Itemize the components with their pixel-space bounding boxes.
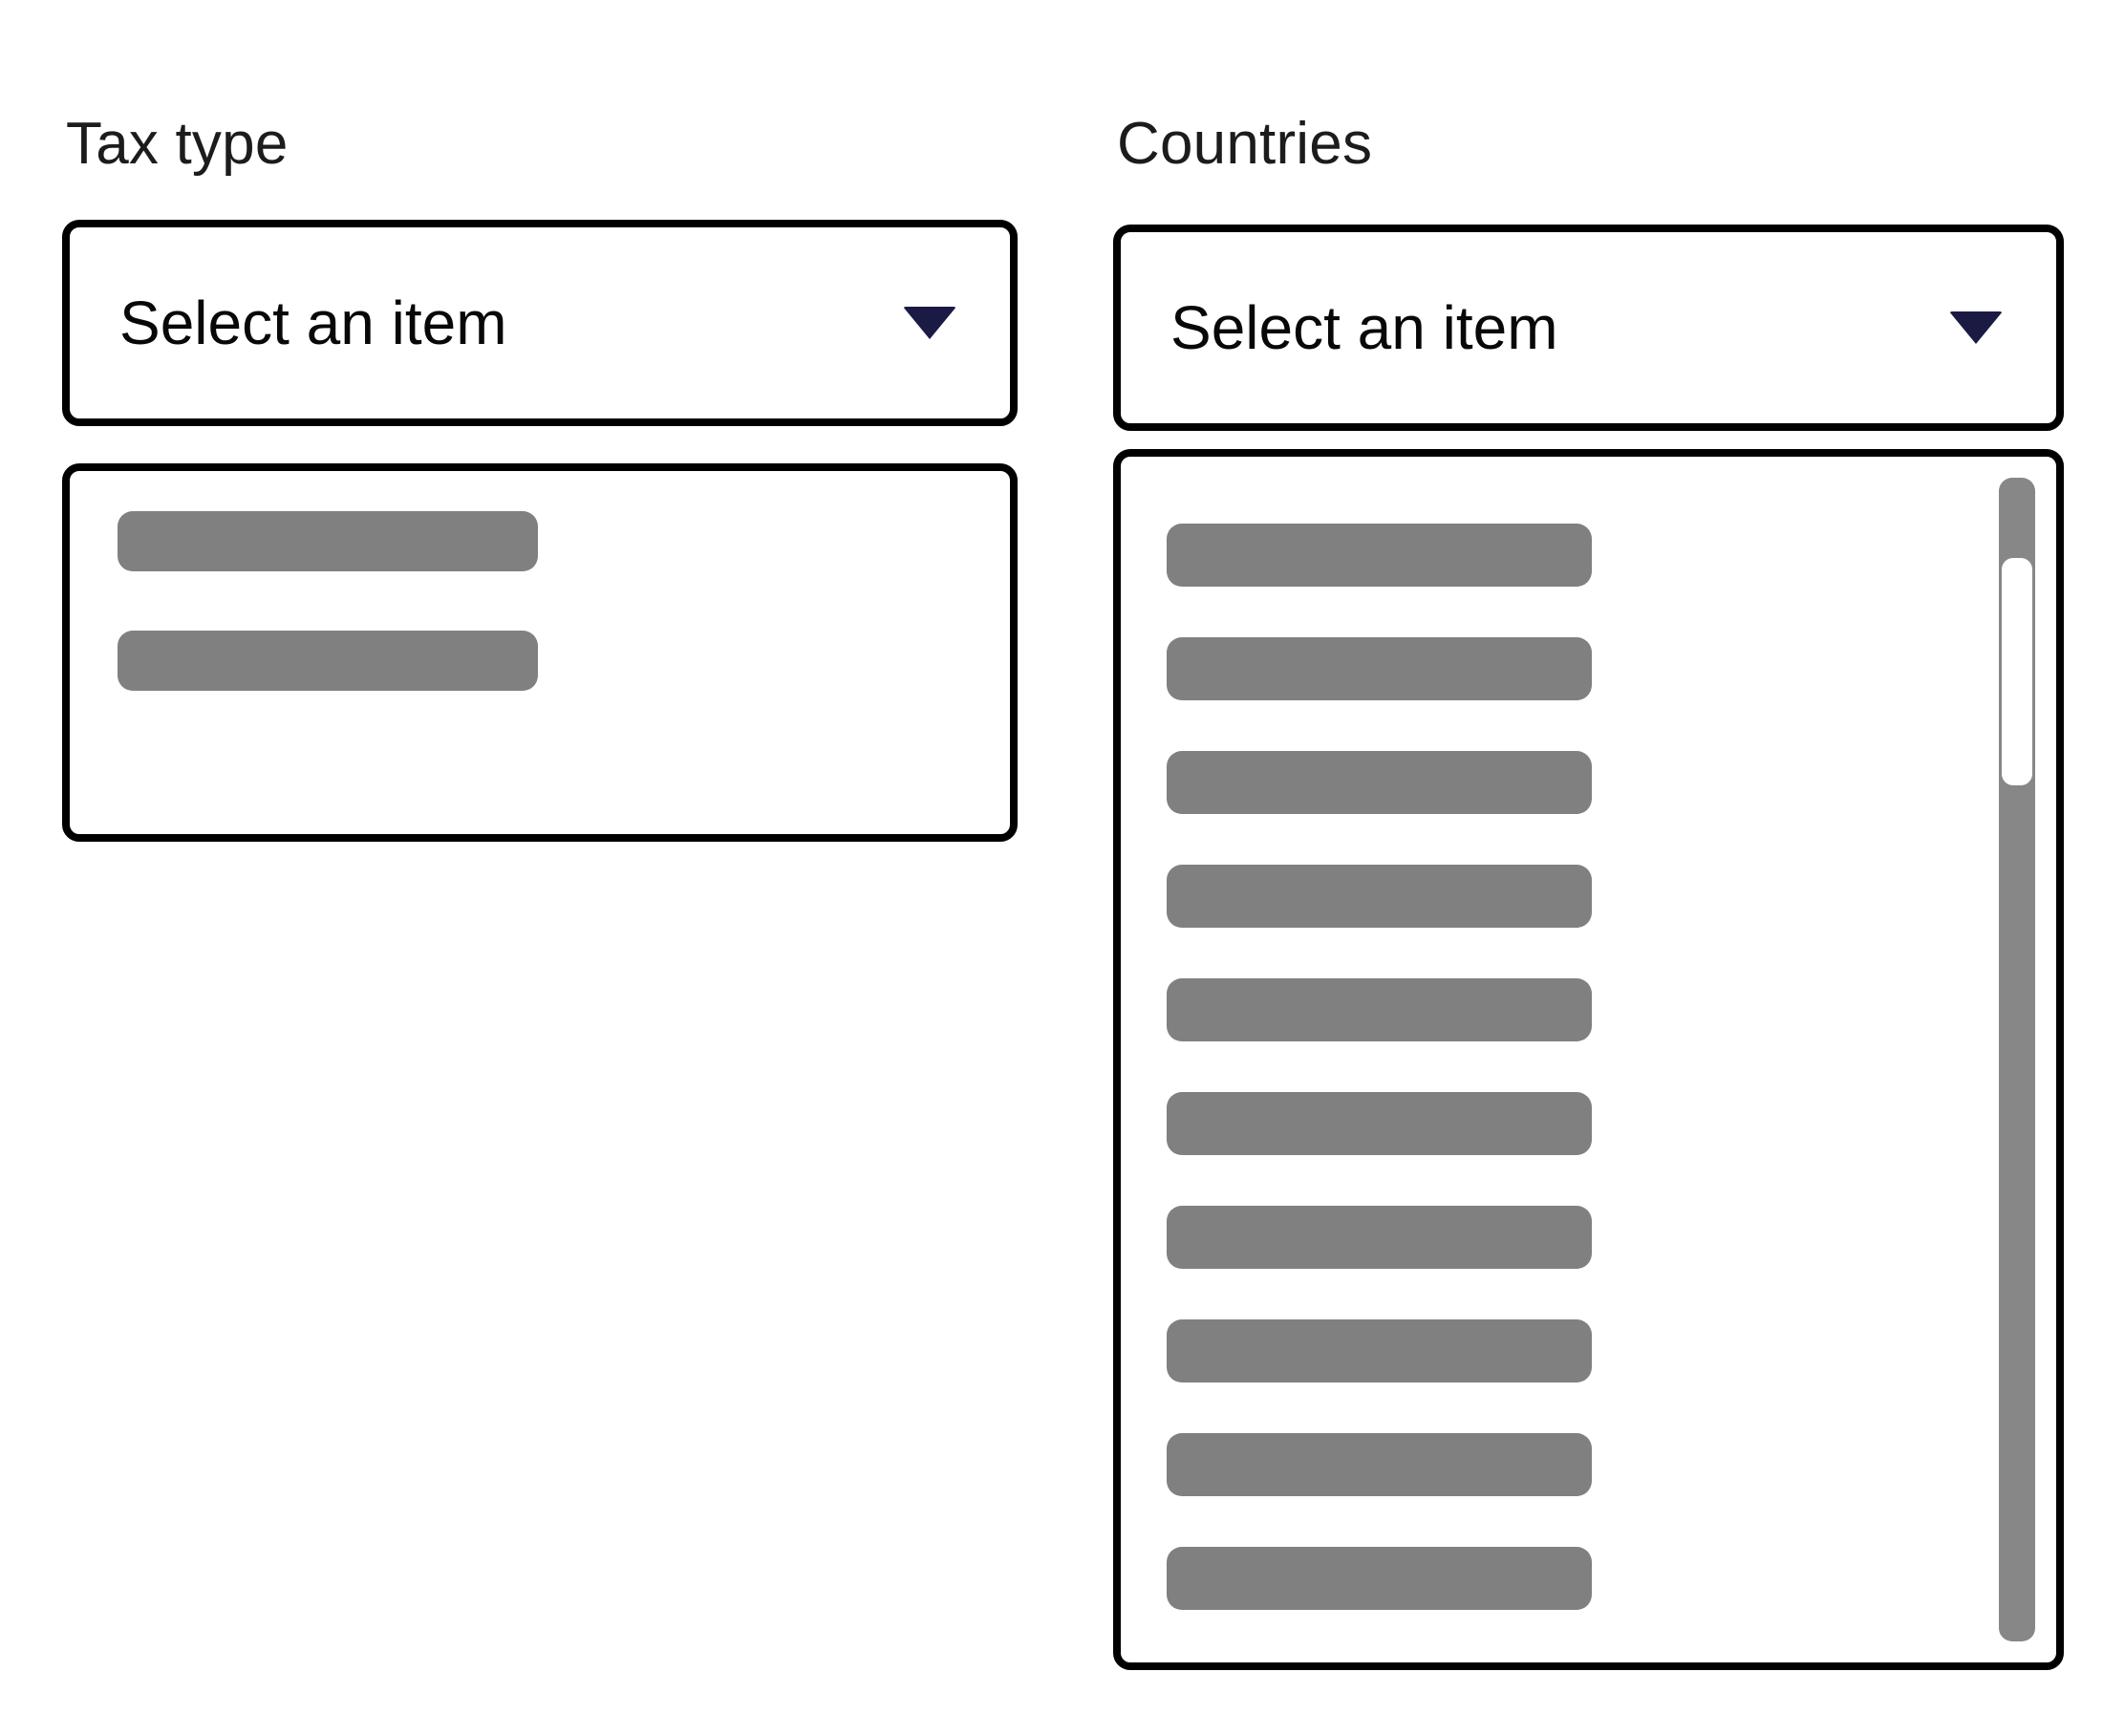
tax-type-option-list [70, 471, 1010, 834]
list-item[interactable] [1167, 751, 1592, 814]
list-item[interactable] [118, 511, 538, 571]
countries-listbox[interactable] [1113, 449, 2064, 1670]
countries-label: Countries [1117, 111, 1373, 177]
tax-type-select-value: Select an item [119, 292, 507, 354]
list-item[interactable] [1167, 524, 1592, 587]
tax-type-select[interactable]: Select an item [62, 220, 1018, 426]
list-item[interactable] [1167, 637, 1592, 700]
list-item[interactable] [1167, 1092, 1592, 1155]
list-item[interactable] [1167, 978, 1592, 1041]
tax-type-listbox[interactable] [62, 463, 1018, 842]
countries-scrollbar-track[interactable] [1999, 478, 2035, 1641]
countries-scrollbar-thumb[interactable] [2002, 558, 2032, 785]
list-item[interactable] [1167, 865, 1592, 928]
countries-option-list [1121, 457, 2056, 1662]
tax-type-label: Tax type [66, 111, 289, 177]
list-item[interactable] [1167, 1433, 1592, 1496]
chevron-down-icon[interactable] [1949, 311, 2003, 344]
countries-field-group: Countries [1113, 115, 2064, 195]
list-item[interactable] [118, 631, 538, 691]
chevron-down-icon[interactable] [903, 307, 956, 339]
list-item[interactable] [1167, 1547, 1592, 1610]
tax-type-field-group: Tax type [62, 115, 1018, 195]
countries-select-value: Select an item [1170, 297, 1558, 358]
list-item[interactable] [1167, 1206, 1592, 1269]
list-item[interactable] [1167, 1319, 1592, 1382]
countries-select[interactable]: Select an item [1113, 225, 2064, 431]
